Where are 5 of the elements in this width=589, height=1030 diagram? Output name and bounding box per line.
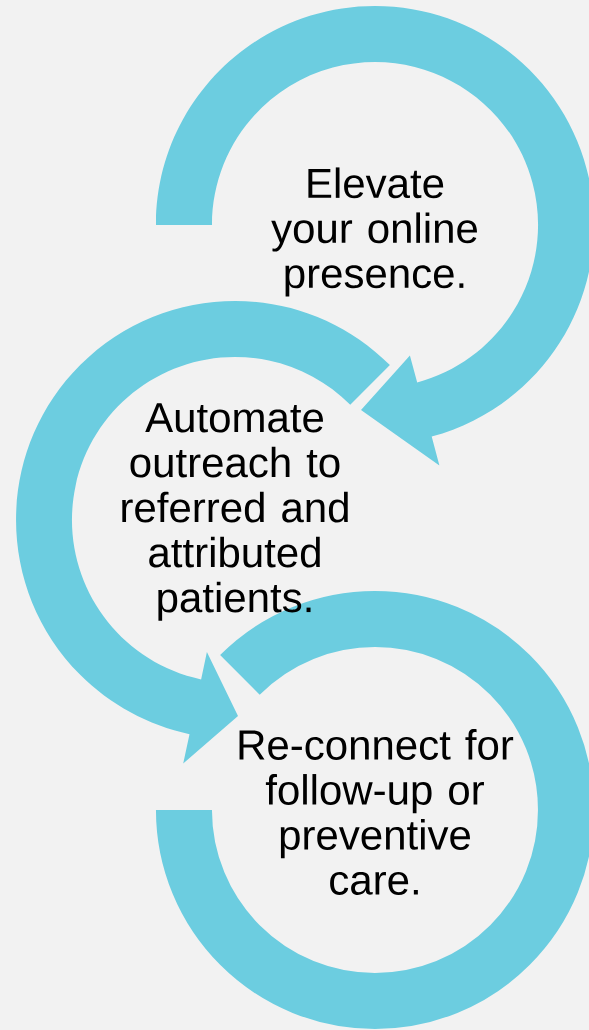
- step-text: Automate outreach to referred and attributed patients.: [122, 403, 348, 621]
- step-text: Re-connect for follow-up or preventive care.: [239, 729, 514, 895]
- circular-arrow: [156, 6, 589, 466]
- circular-arrow: [16, 300, 390, 764]
- step-text: Elevate your online presence.: [271, 167, 477, 297]
